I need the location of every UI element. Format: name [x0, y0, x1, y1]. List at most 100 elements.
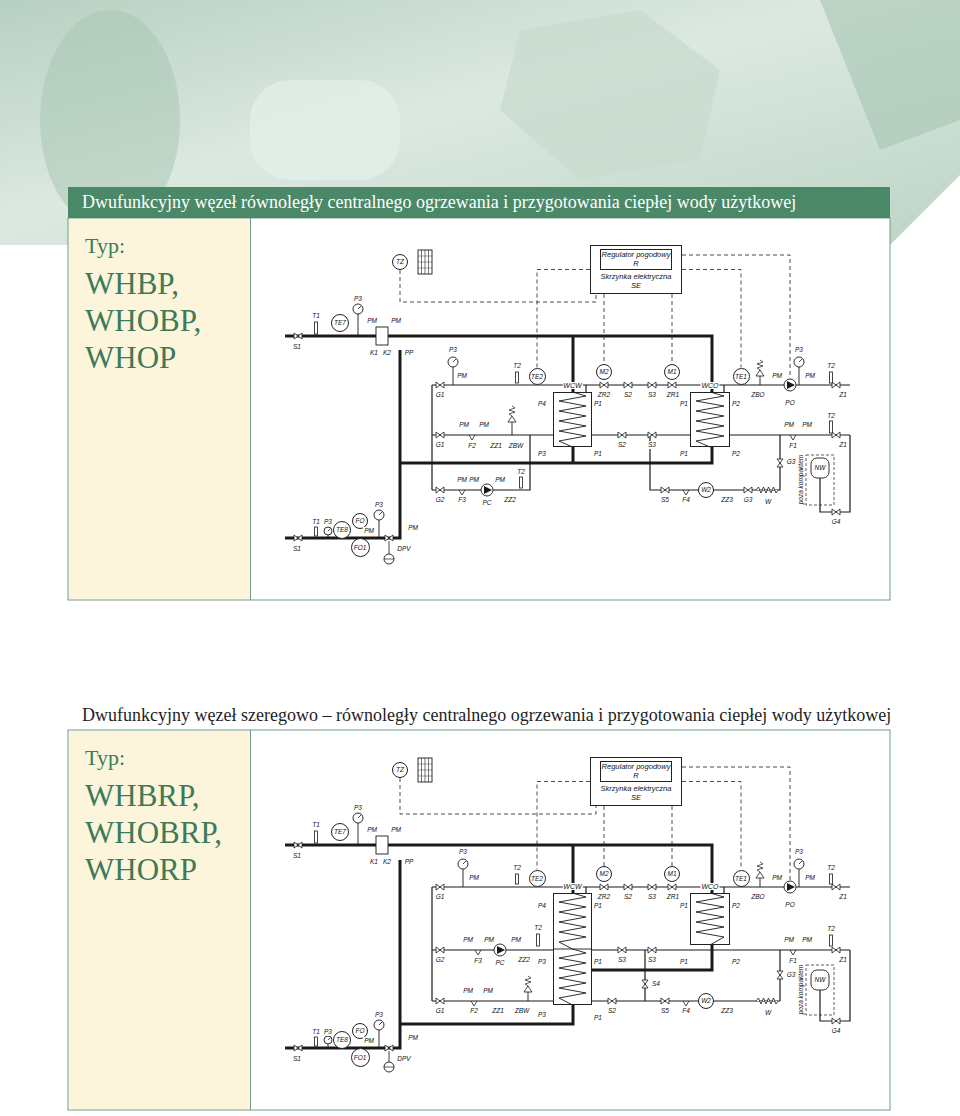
secondary-pipe — [431, 385, 432, 490]
callout-label: P3 — [374, 1011, 384, 1018]
valve-symbol — [777, 971, 783, 979]
controller-box: Regulator pogodowy RSkrzynka elektryczna… — [590, 757, 682, 806]
thermometer-symbol — [520, 477, 523, 488]
callout-label: poza kompaktem — [797, 964, 804, 1016]
controller-text: Skrzynka elektryczna SE — [596, 273, 676, 290]
callout-label: PP — [404, 349, 415, 356]
heat-exchanger: WCW — [553, 392, 592, 447]
sensor-tag: M1 — [667, 368, 676, 375]
callout-label: S2 — [617, 441, 627, 448]
secondary-pipe — [592, 1000, 780, 1001]
gauge-needle — [379, 1022, 382, 1025]
callout-label: P1 — [593, 902, 603, 909]
callout-label: Z1 — [838, 391, 848, 398]
gauge-needle — [328, 1038, 330, 1040]
signal-connector — [682, 782, 741, 870]
gauge-symbol — [374, 1020, 384, 1030]
control-line — [682, 767, 790, 880]
exchanger-tag: WCO — [700, 382, 719, 389]
valve-symbol — [832, 1018, 840, 1024]
valve-symbol — [436, 884, 444, 890]
callout-label: PM — [783, 936, 795, 943]
photo-shape — [500, 10, 720, 180]
title-text: Dwufunkcyjny węzeł równoległy centralneg… — [82, 187, 890, 218]
valve-symbol — [618, 432, 626, 438]
callout-label: P1 — [679, 400, 689, 407]
callout-label: P1 — [593, 958, 603, 965]
callout-label: ZZ3 — [720, 1007, 734, 1014]
sensor-circle: TE2 — [529, 870, 546, 887]
exchanger-coil — [559, 392, 586, 447]
callout-label: PM — [456, 372, 468, 379]
callout-label: ZR2 — [597, 391, 611, 398]
exchanger-coil — [696, 893, 724, 945]
signal-connector — [682, 270, 741, 368]
valve-symbol — [294, 333, 302, 339]
instrument-tag: W2 — [698, 482, 714, 498]
callout-label: NW — [814, 976, 827, 983]
heat-exchanger: WCO — [690, 893, 730, 945]
instrument-tag: W2 — [698, 993, 714, 1009]
callout-label: PC — [481, 499, 492, 506]
valve-symbol — [294, 535, 302, 541]
filter-symbol — [790, 435, 796, 440]
callout-label: NW — [814, 464, 827, 471]
secondary-pipe — [723, 385, 724, 392]
thermometer-symbol — [315, 322, 318, 334]
callout-label: S4 — [651, 980, 661, 987]
valve-symbol — [744, 487, 752, 493]
safety-valve-spring — [525, 976, 531, 986]
callout-label: T1 — [311, 312, 321, 319]
thermometer-symbol — [830, 372, 833, 383]
callout-label: K1 — [369, 349, 379, 356]
valve-symbol — [832, 509, 840, 515]
callout-label: K2 — [382, 858, 392, 865]
valve-symbol — [436, 432, 444, 438]
callout-label: PM — [462, 936, 474, 943]
filter-symbol — [683, 1001, 689, 1006]
gauge-symbol — [448, 357, 458, 367]
radiator-fin — [418, 256, 432, 257]
valve-symbol — [436, 947, 444, 953]
radiator-fin — [418, 268, 432, 269]
callout-label: F2 — [469, 1007, 479, 1014]
callout-label: F4 — [681, 1007, 691, 1014]
valve-symbol — [777, 459, 783, 467]
valve-symbol — [294, 842, 302, 848]
callout-label: PM — [366, 317, 378, 324]
primary-pipe — [285, 845, 712, 893]
callout-label: PM — [801, 421, 813, 428]
sensor-circle: TE1 — [733, 368, 750, 385]
panel-frame — [68, 730, 890, 1110]
callout-label: PO — [784, 399, 795, 406]
type-text: WHBRP, WHOBRP, WHORP — [85, 777, 245, 888]
title-band: Dwufunkcyjny węzeł równoległy centralneg… — [68, 187, 890, 218]
actuator-stem — [389, 1051, 390, 1062]
gauge-needle — [379, 512, 382, 515]
control-valve-body — [376, 327, 388, 345]
expansion-vessel — [811, 458, 829, 478]
type-panel: Typ:WHBRP, WHOBRP, WHORP — [69, 731, 250, 1109]
gauge-needle — [799, 861, 802, 864]
callout-label: PM — [462, 987, 474, 994]
callout-label: PM — [494, 476, 506, 483]
signal-connector — [604, 294, 605, 364]
callout-label: PM — [804, 874, 816, 881]
callout-label: F4 — [681, 496, 691, 503]
pump-symbol — [481, 484, 493, 496]
safety-valve-spring — [509, 406, 515, 416]
callout-label: P3 — [794, 346, 804, 353]
safety-valve-symbol — [756, 370, 764, 376]
gauge-symbol — [458, 859, 468, 869]
radiator-fin — [418, 770, 432, 771]
callout-label: PO — [784, 901, 795, 908]
callout-label: ZBW — [514, 1007, 530, 1014]
callout-label: P1 — [679, 958, 689, 965]
outside-compact-frame — [806, 455, 834, 505]
heat-exchanger: WCO — [690, 392, 730, 447]
valve-symbol — [648, 884, 656, 890]
primary-pipe — [400, 447, 712, 463]
gauge-stem — [799, 367, 800, 385]
callout-label: T2 — [533, 924, 543, 931]
callout-label: G1 — [435, 441, 446, 448]
